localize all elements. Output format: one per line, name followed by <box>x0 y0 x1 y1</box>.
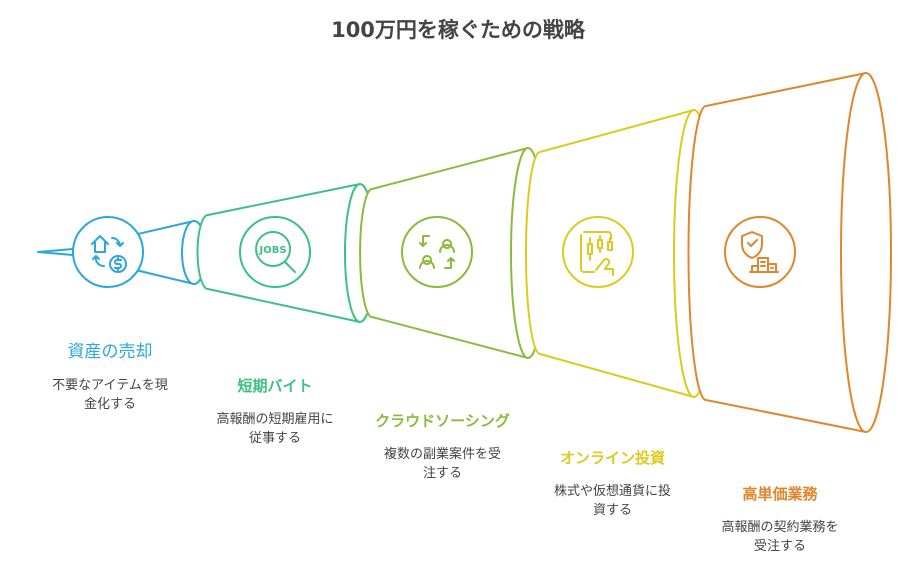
segment-rim <box>840 72 892 433</box>
house-exchange-dollar-icon <box>72 216 144 288</box>
stage-desc: 注する <box>422 466 462 481</box>
candlestick-tablet-icon <box>562 216 634 288</box>
jobs-search-icon: JOBS <box>239 216 311 288</box>
stage-desc: 複数の副業案件を受 <box>383 447 501 462</box>
stage-label-3: オンライン投資 株式や仮想通貨に投資する <box>530 447 695 520</box>
funnel-segment-4 <box>687 72 892 433</box>
funnel-segment-2 <box>359 147 546 359</box>
funnel-segment-0 <box>37 216 207 288</box>
funnel-segment-3 <box>525 109 715 398</box>
funnel-segment-1: JOBS <box>196 183 376 323</box>
stage-title: 資産の売却 <box>67 342 153 362</box>
stage-label-1: 短期バイト 高報酬の短期雇用に従事する <box>195 375 355 448</box>
svg-text:JOBS: JOBS <box>258 245 286 256</box>
people-exchange-icon <box>401 216 473 288</box>
stage-title: 高単価業務 <box>742 485 818 503</box>
stage-desc: 株式や仮想通貨に投 <box>553 484 671 499</box>
stage-desc: 高報酬の契約業務を <box>721 520 839 535</box>
stage-desc: 従事する <box>248 431 301 446</box>
stage-desc: 金化する <box>83 397 136 412</box>
stage-label-0: 資産の売却 不要なアイテムを現金化する <box>30 337 190 414</box>
stage-desc: 受注する <box>753 539 806 554</box>
diagram-title: 100万円を稼ぐための戦略 <box>331 18 585 42</box>
stage-label-2: クラウドソーシング 複数の副業案件を受注する <box>360 410 525 483</box>
shield-building-icon <box>724 216 796 288</box>
stage-desc: 不要なアイテムを現 <box>52 378 168 393</box>
stage-desc: 高報酬の短期雇用に <box>216 412 334 427</box>
stage-desc: 資する <box>592 503 632 518</box>
stage-label-4: 高単価業務 高報酬の契約業務を受注する <box>700 483 860 556</box>
stage-title: 短期バイト <box>237 377 313 395</box>
stage-title: クラウドソーシング <box>375 412 510 430</box>
stage-title: オンライン投資 <box>559 449 665 467</box>
